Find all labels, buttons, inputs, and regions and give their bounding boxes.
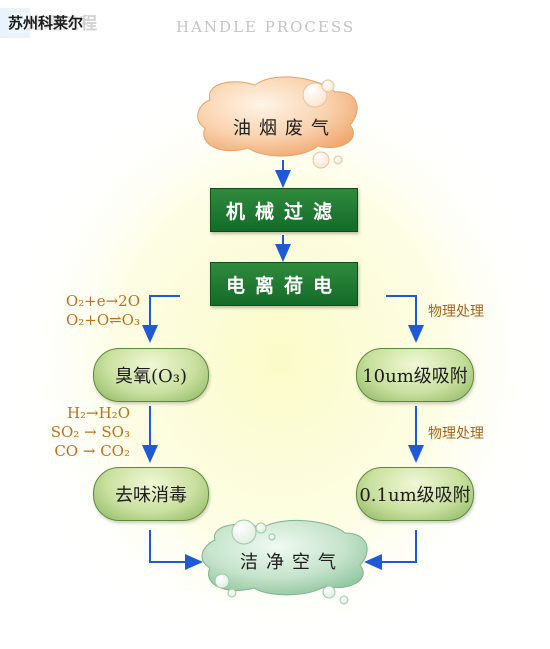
node-ionization: 电离荷电 [210, 262, 358, 306]
header-decoration [0, 8, 30, 38]
node-source-label: 油烟废气 [233, 118, 337, 139]
formula-line: H₂→H₂O [66, 404, 130, 422]
node-output-label: 洁净空气 [240, 552, 344, 573]
source-cloud [197, 76, 358, 169]
node-deodorize: 去味消毒 [93, 467, 209, 521]
arrow-ionize-to-ozone [142, 295, 180, 343]
node-10um-adsorption: 10um级吸附 [356, 348, 474, 402]
node-01um-adsorption: 0.1um级吸附 [356, 467, 474, 521]
formula-ozone-generation: O₂+e→2O O₂+O⇌O₃ [30, 292, 140, 330]
tag-physical-treatment-bottom: 物理处理 [428, 426, 484, 442]
company-name: 苏州科莱尔 [8, 12, 84, 33]
node-ozone: 臭氧(O₃) [93, 348, 209, 402]
output-cloud [201, 519, 368, 605]
node-mechanical-filter: 机械过滤 [210, 188, 358, 232]
formula-line: SO₂ → SO₃ [50, 423, 130, 441]
formula-line: O₂+O⇌O₃ [65, 311, 140, 329]
page-header: 处理流程 苏州科莱尔 HANDLE PROCESS [0, 0, 550, 44]
tag-physical-treatment-top: 物理处理 [428, 304, 484, 320]
header-english-title: HANDLE PROCESS [176, 18, 356, 36]
arrow-01um-to-output [364, 530, 417, 570]
header-title: 处理流程 [26, 14, 98, 34]
arrow-ionize-to-10um [386, 295, 424, 343]
flow-arrows [142, 160, 424, 570]
formula-oxidation: H₂→H₂O SO₂ → SO₃ CO → CO₂ [20, 404, 130, 461]
arrow-deodorize-to-output [149, 530, 203, 570]
formula-line: CO → CO₂ [54, 442, 130, 460]
formula-line: O₂+e→2O [65, 292, 140, 310]
